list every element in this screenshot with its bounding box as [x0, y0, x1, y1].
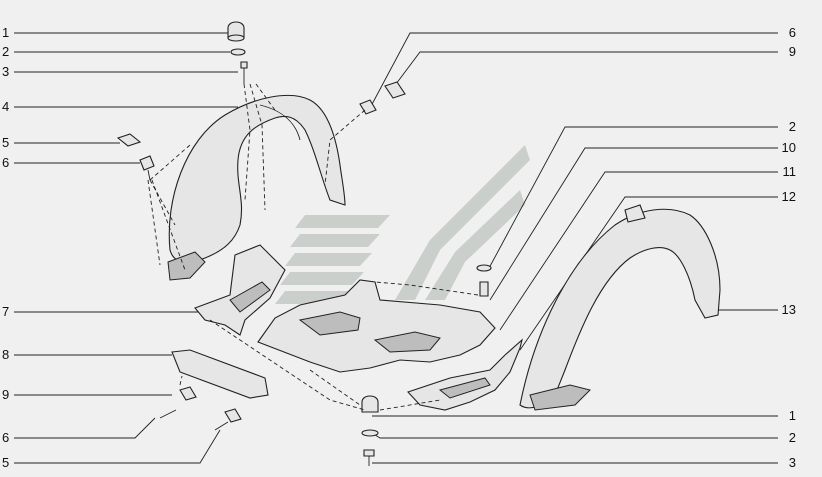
fastener-clip-5-left [116, 133, 155, 181]
callout-6-right: 6 [788, 25, 796, 40]
callout-2-right: 2 [788, 119, 796, 134]
engine-underbody-shield [257, 279, 496, 373]
splash-guard-left [194, 244, 286, 336]
wheel-arch-liner-right [519, 204, 721, 411]
callout-1-right: 1 [788, 408, 796, 423]
callout-4-left: 4 [2, 99, 10, 114]
callout-6-left: 6 [2, 155, 10, 170]
assembly-dashed-lines [147, 83, 479, 411]
callout-3-right: 3 [788, 455, 796, 470]
callout-11-right: 11 [782, 164, 797, 179]
leader-lines-left [14, 32, 238, 464]
callout-9-right: 9 [788, 44, 796, 59]
wheel-arch-liner-left [167, 94, 346, 281]
callout-6-left-bottom: 6 [2, 430, 10, 445]
lower-bracket-8 [159, 349, 269, 431]
callout-8-left: 8 [2, 347, 10, 362]
callout-12-right: 12 [781, 189, 796, 204]
watermark-logo [275, 145, 530, 304]
callout-3-left: 3 [2, 64, 10, 79]
callout-7-left: 7 [2, 304, 10, 319]
fastener-group-right-top [359, 81, 492, 297]
callout-2-left: 2 [2, 44, 10, 59]
callout-9-left: 9 [2, 387, 10, 402]
callout-5-left-bottom: 5 [2, 455, 10, 470]
callout-13-right: 13 [781, 302, 796, 317]
fastener-group-bottom [361, 395, 379, 466]
callout-5-left: 5 [2, 135, 10, 150]
splash-guard-right [407, 338, 523, 411]
callout-10-right: 10 [781, 140, 796, 155]
fastener-clip-1-top [227, 21, 248, 84]
callout-2-right-bottom: 2 [788, 430, 796, 445]
callout-1-left: 1 [2, 25, 10, 40]
